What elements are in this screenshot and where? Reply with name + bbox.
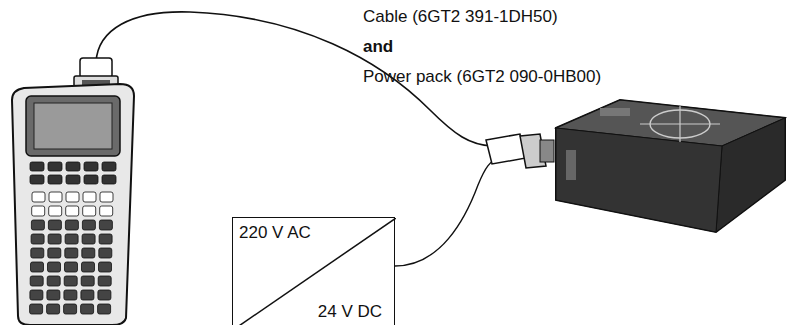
reader-connector (486, 134, 554, 168)
reader-device (556, 100, 785, 232)
power-wire (395, 158, 500, 266)
part-label: and (363, 38, 393, 57)
part-label: Power pack (6GT2 090-0HB00) (363, 68, 601, 87)
voltage-label: 220 V AC (239, 224, 311, 243)
handheld-terminal (12, 84, 134, 325)
voltage-label: 24 V DC (318, 303, 382, 322)
power-pack-box: 220 V AC 24 V DC (232, 217, 395, 325)
part-label: Cable (6GT2 391-1DH50) (363, 8, 558, 27)
